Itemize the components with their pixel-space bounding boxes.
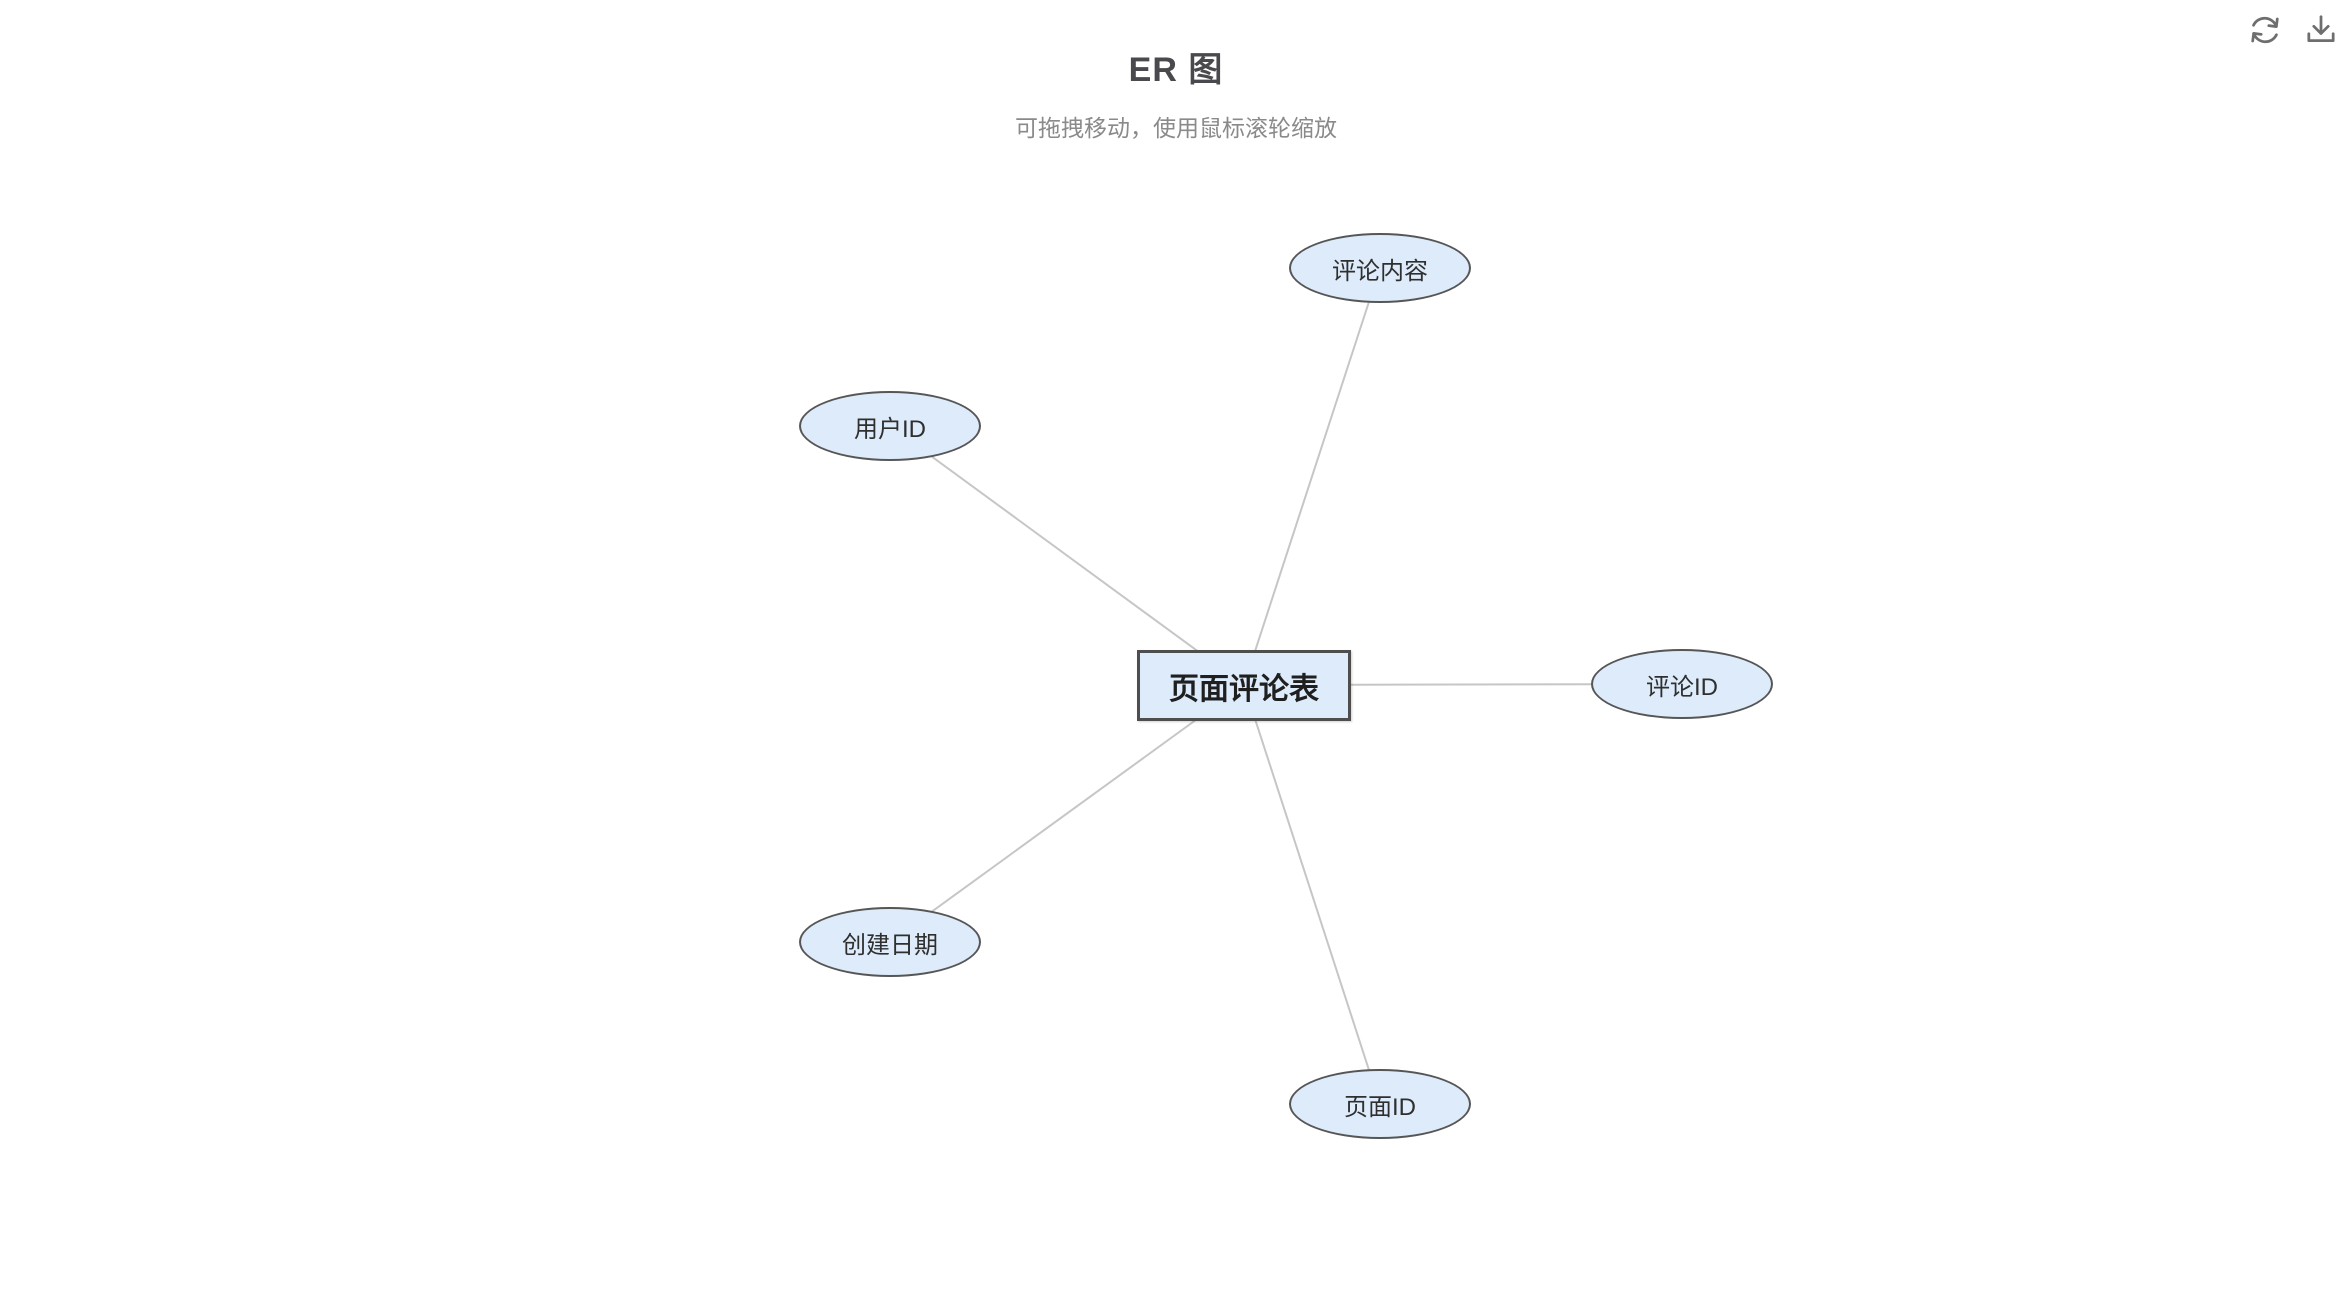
attribute-label: 用户ID — [854, 415, 926, 443]
attribute-label: 创建日期 — [842, 931, 938, 959]
attribute-node-comment-content[interactable]: 评论内容 — [1289, 233, 1471, 303]
download-icon — [2303, 12, 2339, 48]
refresh-icon — [2247, 12, 2283, 48]
edge-comment-content — [1243, 267, 1381, 686]
entity-label: 页面评论表 — [1169, 672, 1319, 706]
download-button[interactable] — [2302, 11, 2340, 49]
refresh-button[interactable] — [2246, 11, 2284, 49]
attribute-label: 页面ID — [1344, 1093, 1416, 1121]
attribute-label: 评论内容 — [1332, 257, 1428, 285]
edge-user-id — [889, 425, 1245, 686]
edge-page-id — [1243, 684, 1381, 1105]
attribute-node-comment-id[interactable]: 评论ID — [1591, 649, 1773, 719]
attribute-node-page-id[interactable]: 页面ID — [1289, 1069, 1471, 1139]
entity-node-page-comments[interactable]: 页面评论表 — [1137, 650, 1351, 721]
edge-create-date — [889, 684, 1245, 943]
attribute-label: 评论ID — [1646, 673, 1718, 701]
attribute-node-user-id[interactable]: 用户ID — [799, 391, 981, 461]
attribute-node-create-date[interactable]: 创建日期 — [799, 907, 981, 977]
toolbar — [2246, 11, 2340, 49]
